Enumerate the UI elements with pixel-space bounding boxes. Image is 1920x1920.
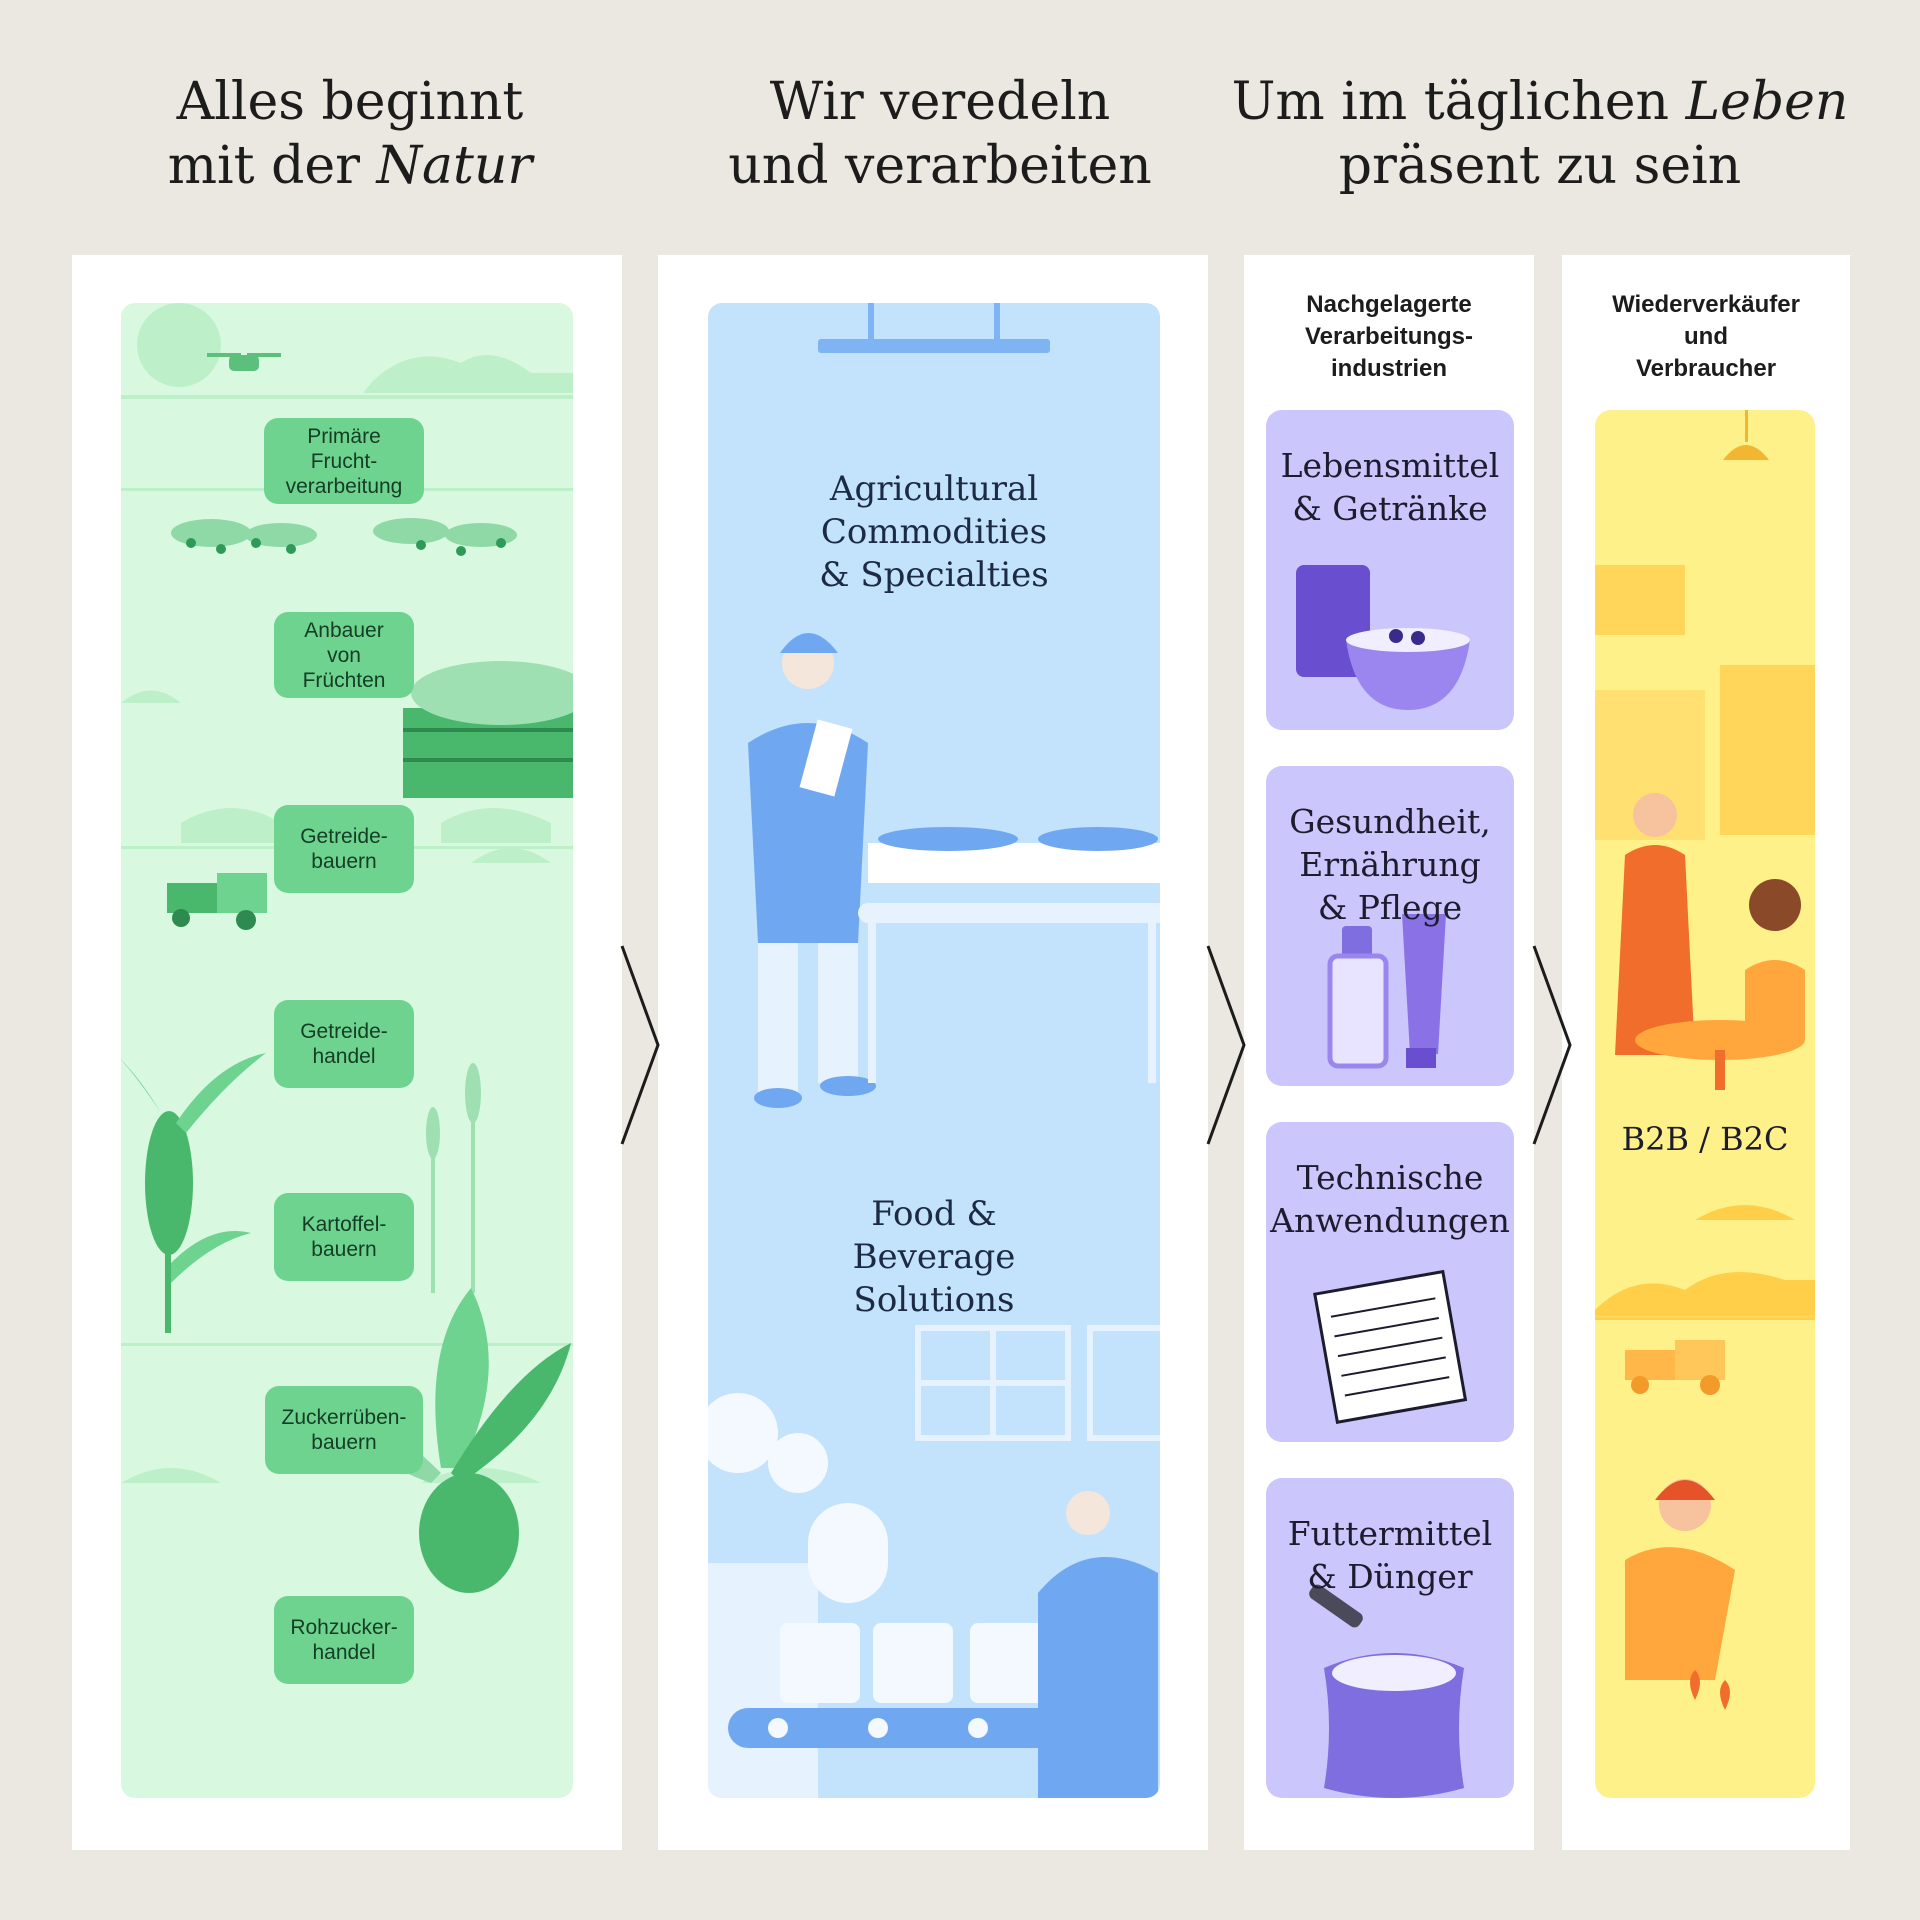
gardener-icon: [1625, 1479, 1735, 1710]
step-raw-sugar-trade: Rohzucker-handel: [274, 1596, 414, 1684]
card-health-nutrition-care: Gesundheit,Ernährung& Pflege: [1266, 766, 1514, 1086]
wheat-icon: [426, 1063, 481, 1293]
conveyor-tables-icon: [858, 827, 1160, 1083]
window-icon: [915, 1325, 1160, 1441]
chevron-right-icon: [1532, 945, 1572, 1145]
card-feed-fertilizer: Futtermittel& Dünger: [1266, 1478, 1514, 1798]
segment-food-beverage: Food & Beverage Solutions: [852, 1194, 1016, 1320]
glass-bowl-icon: [1296, 565, 1470, 710]
drone-icon: [207, 353, 281, 371]
heading-daily-life: Um im täglichen Leben präsent zu sein: [1231, 72, 1849, 196]
consumers-illustration: B2B / B2C: [1595, 410, 1815, 1798]
heading-processing: Wir veredeln und verarbeiten: [728, 72, 1152, 196]
nature-scene-svg: [121, 303, 573, 1593]
factory-line-icon: [708, 1393, 1158, 1798]
step-sugar-beet-farmers: Zuckerrüben-bauern: [265, 1386, 423, 1474]
notepad-icon: [1313, 1269, 1468, 1424]
heading-nature: Alles beginnt mit der Natur: [167, 72, 533, 196]
tractor-icon: [1625, 1340, 1725, 1395]
step-grain-trade: Getreide-handel: [274, 1000, 414, 1088]
corn-plant-icon: [121, 1053, 266, 1333]
harvester-icon: [167, 873, 267, 930]
processing-scene-svg: [708, 303, 1160, 1798]
consumers-scene-svg: B2B / B2C: [1595, 410, 1815, 1710]
b2b-b2c-label: B2B / B2C: [1622, 1120, 1789, 1158]
processing-illustration: [708, 303, 1160, 1798]
pendant-lamp-icon: [1723, 410, 1769, 460]
step-grain-farmers: Getreide-bauern: [274, 805, 414, 893]
scientist-icon: [748, 633, 876, 1108]
feed-sack-icon: [1309, 1584, 1464, 1798]
chevron-right-icon: [620, 945, 660, 1145]
cafe-scene-icon: [1615, 793, 1805, 1090]
downstream-header: Nachgelagerte Verarbeitungs- industrien: [1304, 291, 1474, 382]
chevron-right-icon: [1206, 945, 1246, 1145]
consumers-header: Wiederverkäufer und Verbraucher: [1612, 291, 1800, 382]
fruit-crate-icon: [403, 661, 573, 798]
card-food-beverages: Lebensmittel& Getränke: [1266, 410, 1514, 730]
ceiling-lamp-icon: [818, 303, 1050, 353]
step-potato-farmers: Kartoffel-bauern: [274, 1193, 414, 1281]
cosmetics-bottles-icon: [1327, 914, 1446, 1069]
segment-agricultural-commodities: Agricultural Commodities & Specialties: [819, 469, 1049, 595]
